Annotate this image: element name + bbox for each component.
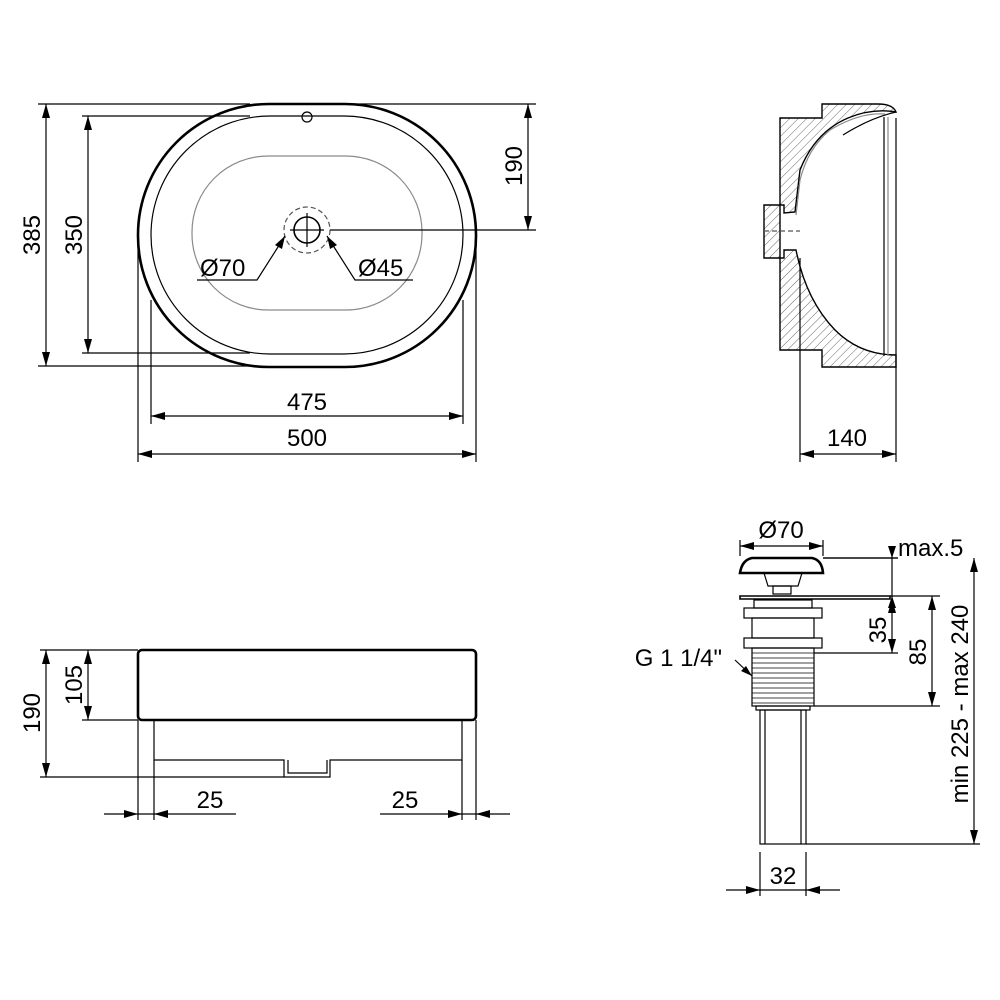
dim-left-setback: 25 — [197, 787, 224, 814]
dim-adjust-range: min 225 - max 240 — [947, 605, 974, 804]
overflow-hole — [301, 111, 313, 123]
basin-front-body — [136, 648, 478, 722]
basin-section-hatched — [763, 103, 898, 368]
dim-cap-dia: Ø70 — [758, 517, 803, 544]
drain-flange — [739, 595, 891, 600]
drain-fitting-view: Ø70 max.5 35 85 min 225 - max 240 G 1 1/… — [635, 517, 980, 896]
dim-max-raise: max.5 — [898, 535, 963, 562]
dim-overall-height: 385 — [19, 215, 46, 255]
basin-inner-rim — [150, 115, 464, 355]
dim-upper-height: 35 — [865, 617, 892, 644]
dim-thread-label: G 1 1/4" — [635, 645, 722, 672]
dim-pipe-dia: 32 — [770, 863, 797, 890]
dim-bowl-height: 105 — [61, 665, 88, 705]
drain-thread — [751, 647, 815, 707]
dim-depth: 140 — [827, 425, 867, 452]
drain-tail-pipe — [759, 709, 807, 845]
basin-outer-rim — [136, 102, 478, 369]
drain-cap — [738, 556, 825, 575]
dim-drain-dia-outer: Ø70 — [200, 255, 245, 282]
basin-front-base — [153, 720, 463, 778]
dim-total-height: 190 — [19, 693, 46, 733]
dim-overall-width: 500 — [287, 425, 327, 452]
dim-inner-height: 350 — [61, 215, 88, 255]
front-view: 190 105 25 25 — [19, 648, 510, 820]
dim-inner-width: 475 — [287, 389, 327, 416]
dim-drain-dia-inner: Ø45 — [358, 255, 403, 282]
top-view: 385 350 190 Ø70 Ø45 475 500 — [19, 102, 536, 462]
basin-bowl-outline — [191, 155, 423, 311]
dim-drain-offset: 190 — [501, 146, 528, 186]
dim-right-setback: 25 — [392, 787, 419, 814]
dim-thread-height: 85 — [905, 639, 932, 666]
side-section-view: 140 — [763, 103, 898, 462]
